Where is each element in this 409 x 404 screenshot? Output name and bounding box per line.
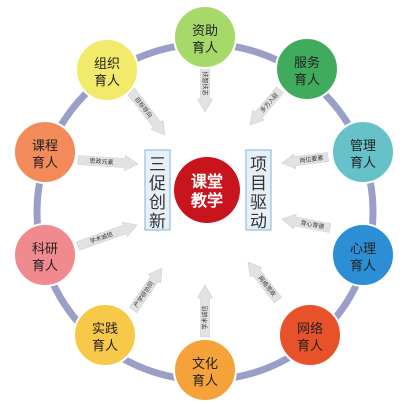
left-box-char: 三 bbox=[149, 155, 166, 175]
node-label-line1: 服务 bbox=[294, 55, 320, 71]
node-label-line1: 网络 bbox=[297, 321, 323, 337]
arrow-label: 多方入驻 bbox=[258, 91, 280, 114]
node-label-line2: 育人 bbox=[294, 72, 320, 88]
node-circle bbox=[275, 37, 339, 101]
node-label-line1: 科研 bbox=[32, 242, 58, 257]
node-label-line2: 育人 bbox=[94, 73, 120, 89]
center-label-line1: 课堂 bbox=[191, 172, 223, 191]
center-node: 课堂 教学 bbox=[174, 157, 240, 223]
node-label-line2: 育人 bbox=[192, 373, 218, 389]
arrow-shijian: 产学研协同 bbox=[128, 267, 163, 313]
node-label-line2: 育人 bbox=[350, 155, 376, 171]
node-label-line2: 育人 bbox=[297, 338, 323, 354]
arrow-label: 网络思政 bbox=[256, 274, 277, 298]
node-label-line1: 文化 bbox=[192, 357, 218, 372]
node-label-line1: 实践 bbox=[92, 322, 118, 337]
arrow-label: 思政元素 bbox=[89, 157, 113, 167]
node-circle bbox=[173, 338, 237, 402]
left-box-char: 新 bbox=[149, 212, 166, 232]
arrow-kecheng: 思政元素 bbox=[77, 155, 139, 172]
node-label-line2: 育人 bbox=[92, 338, 118, 354]
right-box-char: 驱 bbox=[250, 193, 267, 213]
arrow-label: 学术诚信 bbox=[201, 305, 209, 329]
node-label-line2: 育人 bbox=[32, 258, 58, 274]
arrow-label: 产学研协同 bbox=[132, 280, 156, 309]
node-circle bbox=[13, 120, 77, 184]
node-label-line1: 资助 bbox=[192, 24, 218, 39]
right-box-char: 项 bbox=[250, 155, 267, 175]
right-box-char: 动 bbox=[250, 212, 267, 232]
arrow-keyan: 学术诚信 bbox=[76, 221, 138, 251]
arrow-wangluo: 网络思政 bbox=[247, 261, 282, 304]
arrow-guanli: 岗位要素 bbox=[281, 152, 329, 170]
arrow-zuzhi: 目标导向 bbox=[126, 86, 166, 136]
right-box-char: 目 bbox=[250, 174, 267, 194]
node-circle bbox=[73, 303, 137, 367]
node-label-line2: 育人 bbox=[350, 258, 376, 274]
left-box-char: 促 bbox=[149, 174, 166, 194]
right-box: 项 目 驱 动 bbox=[245, 149, 272, 232]
center-label-line2: 教学 bbox=[191, 191, 223, 210]
node-circle bbox=[13, 223, 77, 287]
arrow-label: 学术诚信 bbox=[89, 230, 114, 246]
node-label-line1: 管理 bbox=[350, 139, 376, 154]
left-box-char: 创 bbox=[149, 193, 166, 213]
node-label-line1: 心理 bbox=[350, 242, 376, 257]
arrow-label: 目标导向 bbox=[133, 95, 154, 119]
arrow-zizhu: 扶智扶志 bbox=[196, 67, 214, 113]
node-circle bbox=[331, 120, 395, 184]
left-box: 三 促 创 新 bbox=[144, 149, 171, 232]
node-label-line1: 组织 bbox=[94, 57, 120, 72]
node-label-line1: 课程 bbox=[32, 139, 58, 154]
node-label-line2: 育人 bbox=[192, 40, 218, 56]
arrow-fuwu: 多方入驻 bbox=[249, 86, 284, 126]
arrow-wenhua: 学术诚信 bbox=[196, 284, 214, 338]
node-circle bbox=[278, 303, 342, 367]
arrow-xinli: 育心育德 bbox=[281, 213, 332, 233]
arrow-label: 扶智扶志 bbox=[201, 71, 209, 95]
node-circle bbox=[331, 223, 395, 287]
node-label-line2: 育人 bbox=[32, 155, 58, 171]
node-circle bbox=[75, 38, 139, 102]
node-circle bbox=[173, 5, 237, 69]
arrow-label: 岗位要素 bbox=[299, 154, 324, 165]
